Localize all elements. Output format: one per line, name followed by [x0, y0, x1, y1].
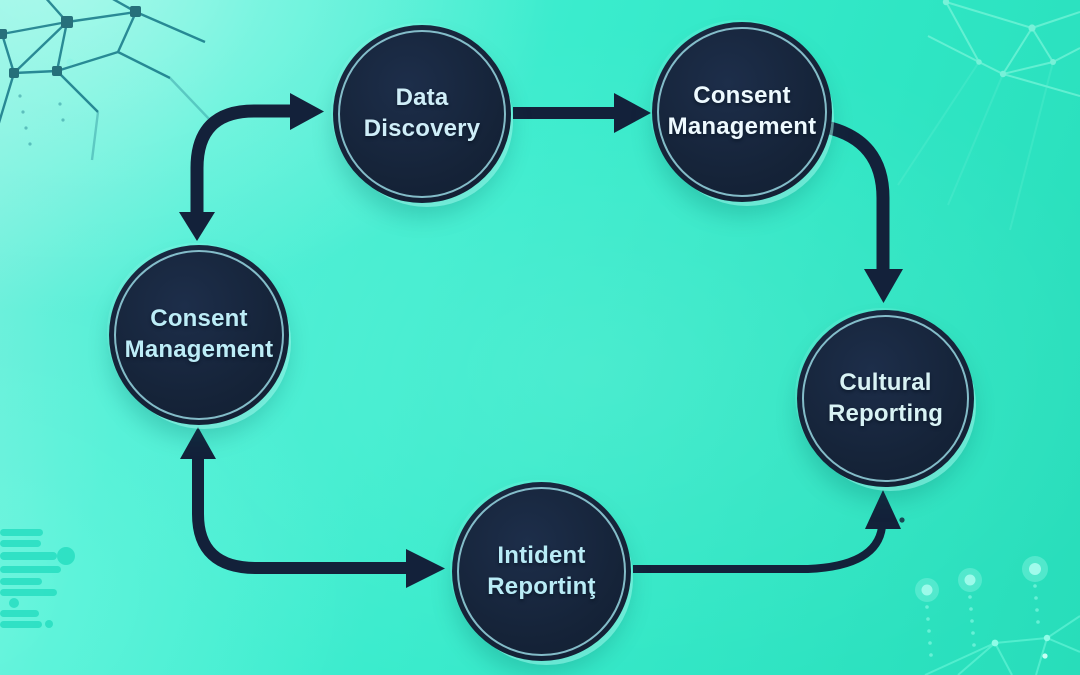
node-label: Consent Management [667, 82, 817, 140]
node-label: Cultural Reporting [827, 368, 944, 427]
edge-consent-left-to-data-discovery [179, 93, 324, 241]
edge-data-discovery-to-consent-top [513, 93, 651, 133]
node-label: Consent Management [124, 305, 274, 363]
node-incident-reporting: Intident Reportinţ [452, 482, 631, 661]
edge-consent-left-to-incident-reporting [180, 427, 445, 588]
edge-consent-top-to-cultural-reporting [824, 120, 903, 303]
decor-bars-bottom-left [0, 529, 75, 628]
node-consent-management-left: Consent Management [109, 245, 289, 425]
node-cultural-reporting: Cultural Reporting [797, 310, 974, 487]
node-consent-management-top: Consent Management [652, 22, 832, 202]
decor-network-bottom-right [899, 517, 1080, 675]
node-label: Intident Reportinţ [487, 541, 596, 600]
edge-incident-reporting-to-cultural-reporting [633, 490, 901, 573]
decor-network-top-right [897, 0, 1080, 231]
node-data-discovery: Data Discovery [333, 25, 511, 203]
node-label: Data Discovery [363, 84, 481, 142]
decor-network-top-left [0, 0, 211, 161]
